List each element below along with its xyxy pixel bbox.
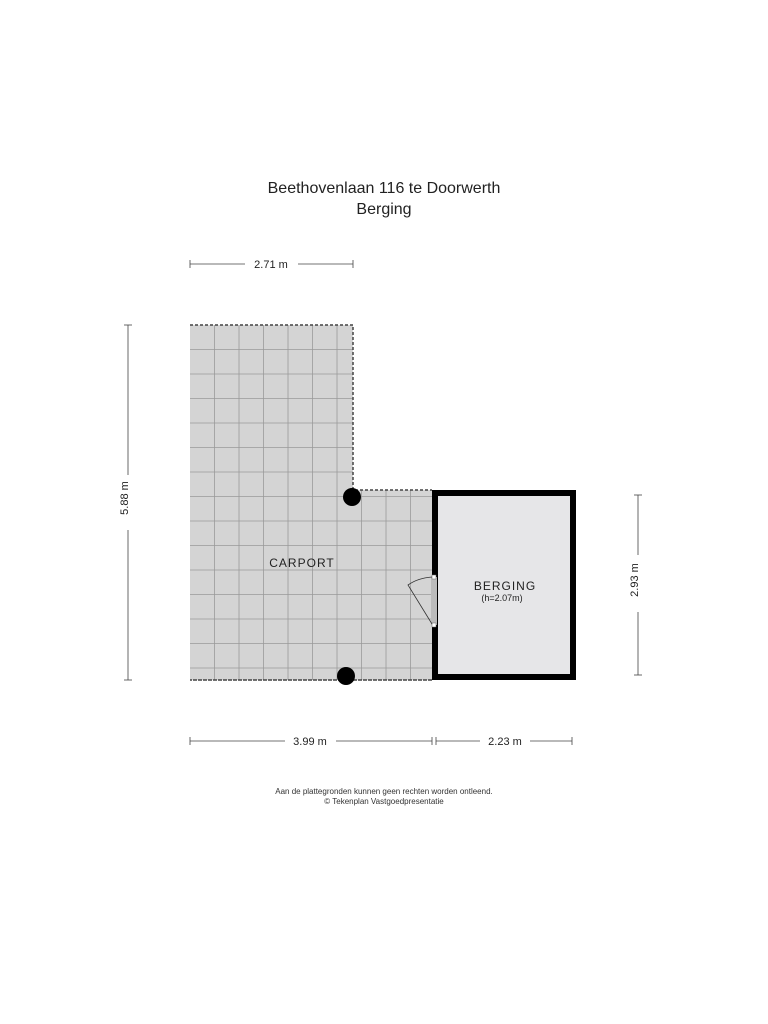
floor-tile-grid bbox=[190, 325, 432, 680]
column bbox=[337, 667, 355, 685]
dimension-right: 2.93 m bbox=[629, 563, 641, 597]
plan-title: Beethovenlaan 116 te Doorwerth bbox=[267, 180, 501, 197]
plan-subtitle: Berging bbox=[356, 201, 412, 218]
room-label-berging: BERGING bbox=[474, 579, 536, 593]
dimension-left: 5.88 m bbox=[119, 481, 131, 515]
disclaimer: Aan de plattegronden kunnen geen rechten… bbox=[275, 787, 493, 796]
carport-area bbox=[190, 325, 432, 680]
copyright: © Tekenplan Vastgoedpresentatie bbox=[324, 797, 444, 806]
berging-room bbox=[432, 490, 576, 680]
room-label-carport: CARPORT bbox=[269, 556, 334, 570]
room-height-berging: (h=2.07m) bbox=[481, 593, 522, 603]
footer: Aan de plattegronden kunnen geen rechten… bbox=[0, 787, 768, 807]
dimension-bottom-right: 2.23 m bbox=[488, 736, 522, 748]
column bbox=[343, 488, 361, 506]
door bbox=[407, 574, 437, 628]
dimension-lines bbox=[124, 260, 642, 745]
dimension-top: 2.71 m bbox=[254, 259, 288, 271]
dimension-bottom-left: 3.99 m bbox=[293, 736, 327, 748]
